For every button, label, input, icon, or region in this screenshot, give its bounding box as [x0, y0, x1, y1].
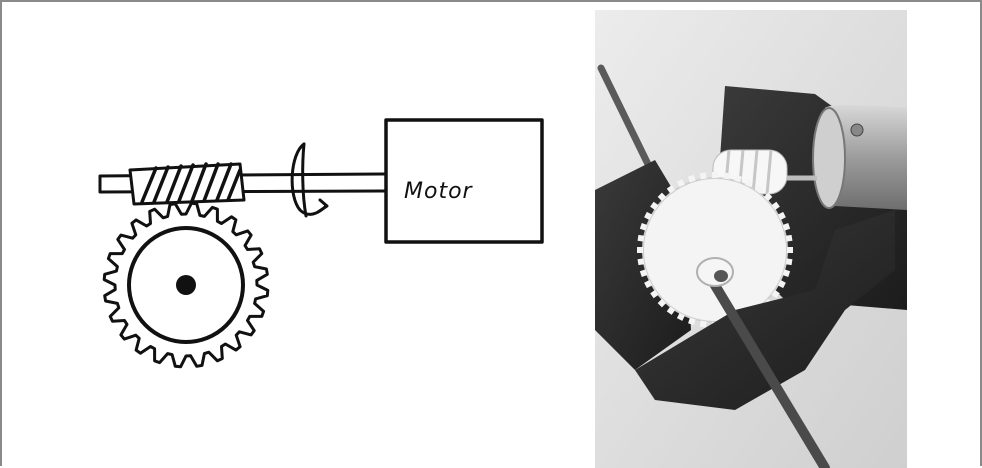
sketch-drawing: Motor: [98, 118, 544, 369]
output-axle: [702, 267, 830, 468]
wheel-inner-ring: [127, 226, 245, 344]
rotation-arrow: [290, 142, 328, 216]
worm-wheel-photo: [642, 177, 788, 323]
housing-front: [635, 210, 895, 410]
photo-illustration: [595, 10, 907, 468]
worm-wheel: [102, 201, 270, 369]
worm-gear-photo: [595, 10, 907, 468]
motor-box: [384, 118, 544, 244]
worm-gear-sketch: Motor: [4, 4, 594, 468]
worm-threads: [140, 162, 242, 204]
axle-bushing: [696, 257, 734, 287]
motor-label: Motor: [404, 179, 474, 204]
wheel-hub: [176, 275, 196, 295]
